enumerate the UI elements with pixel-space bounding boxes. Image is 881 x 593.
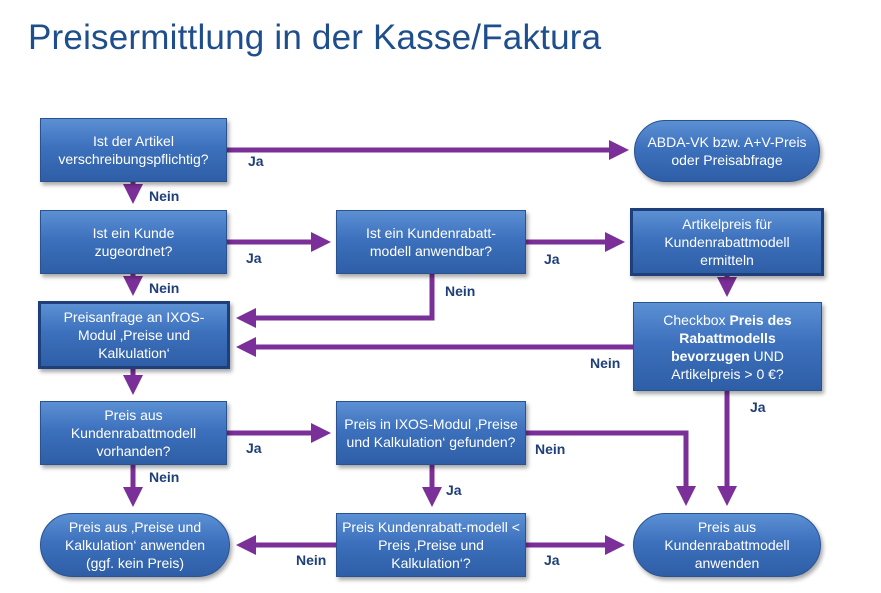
node-preis-ixos-gefunden-text: Preis in IXOS-Modul ‚Preise und Kalkulat… bbox=[344, 416, 518, 450]
node-preisvergleich: Preis Kundenrabatt-modell < Preis ‚Preis… bbox=[336, 513, 526, 577]
label-ja-n9-n11: Ja bbox=[446, 482, 462, 498]
label-ja-n8-n9: Ja bbox=[246, 440, 262, 456]
label-nein-n1-n3: Nein bbox=[149, 188, 180, 204]
node-kundenrabattmodell-anwendbar-text: Ist ein Kundenrabatt-modell anwendbar? bbox=[366, 225, 496, 259]
node-preis-kalkulation-anwenden-text: Preis aus ‚Preise und Kalkulation‘ anwen… bbox=[64, 519, 206, 571]
node-abda-vk: ABDA-VK bzw. A+V-Preis oder Preisabfrage bbox=[634, 120, 820, 182]
node-preis-ixos-gefunden: Preis in IXOS-Modul ‚Preise und Kalkulat… bbox=[336, 401, 526, 465]
arrow-n4-n6 bbox=[236, 274, 435, 328]
node-preis-kundenrabattmodell-vorhanden-text: Preis aus Kundenrabattmodell vorhanden? bbox=[70, 407, 197, 459]
label-ja-n4-n5: Ja bbox=[544, 251, 560, 267]
label-nein-n3-n6: Nein bbox=[149, 280, 180, 296]
node-preisvergleich-text: Preis Kundenrabatt-modell < Preis ‚Preis… bbox=[342, 519, 520, 571]
node-verschreibungspflichtig: Ist der Artikel verschreibungspflichtig? bbox=[40, 118, 227, 182]
node-preis-kundenrabattmodell-anwenden-text: Preis aus Kundenrabattmodell anwenden bbox=[664, 519, 790, 571]
label-ja-n11-n12: Ja bbox=[544, 552, 560, 568]
node-kundenrabattmodell-anwendbar: Ist ein Kundenrabatt-modell anwendbar? bbox=[336, 210, 526, 274]
node-verschreibungspflichtig-text: Ist der Artikel verschreibungspflichtig? bbox=[58, 133, 209, 167]
node-kunde-zugeordnet-text: Ist ein Kunde zugeordnet? bbox=[92, 225, 175, 259]
page-title: Preisermittlung in der Kasse/Faktura bbox=[28, 18, 602, 57]
node-preisanfrage-ixos: Preisanfrage an IXOS-Modul ‚Preise und K… bbox=[38, 301, 230, 369]
label-nein-n7-n6: Nein bbox=[590, 355, 621, 371]
node-checkbox-preis-rabattmodell-text: Checkbox Preis des Rabattmodells bevorzu… bbox=[663, 311, 792, 382]
label-ja-n1-n2: Ja bbox=[248, 153, 264, 169]
label-nein-n4-n6: Nein bbox=[445, 283, 476, 299]
node-preisanfrage-ixos-text: Preisanfrage an IXOS-Modul ‚Preise und K… bbox=[63, 309, 205, 361]
node-kunde-zugeordnet: Ist ein Kunde zugeordnet? bbox=[40, 210, 227, 274]
label-nein-n11-n10: Nein bbox=[296, 552, 327, 568]
label-ja-n7-n12: Ja bbox=[750, 399, 766, 415]
label-nein-n8-n10: Nein bbox=[149, 469, 180, 485]
node-artikelpreis-ermitteln: Artikelpreis für Kundenrabattmodell ermi… bbox=[630, 208, 824, 276]
node-preis-kundenrabattmodell-anwenden: Preis aus Kundenrabattmodell anwenden bbox=[633, 513, 821, 577]
node-abda-vk-text: ABDA-VK bzw. A+V-Preis oder Preisabfrage bbox=[647, 134, 807, 168]
node-preis-kalkulation-anwenden: Preis aus ‚Preise und Kalkulation‘ anwen… bbox=[40, 513, 230, 577]
label-nein-n9-n12: Nein bbox=[535, 441, 566, 457]
node-artikelpreis-ermitteln-text: Artikelpreis für Kundenrabattmodell ermi… bbox=[664, 216, 790, 268]
node-checkbox-preis-rabattmodell: Checkbox Preis des Rabattmodells bevorzu… bbox=[633, 302, 822, 391]
node-preis-kundenrabattmodell-vorhanden: Preis aus Kundenrabattmodell vorhanden? bbox=[40, 401, 227, 465]
label-ja-n3-n4: Ja bbox=[246, 250, 262, 266]
arrow-n9-n12 bbox=[526, 430, 696, 506]
